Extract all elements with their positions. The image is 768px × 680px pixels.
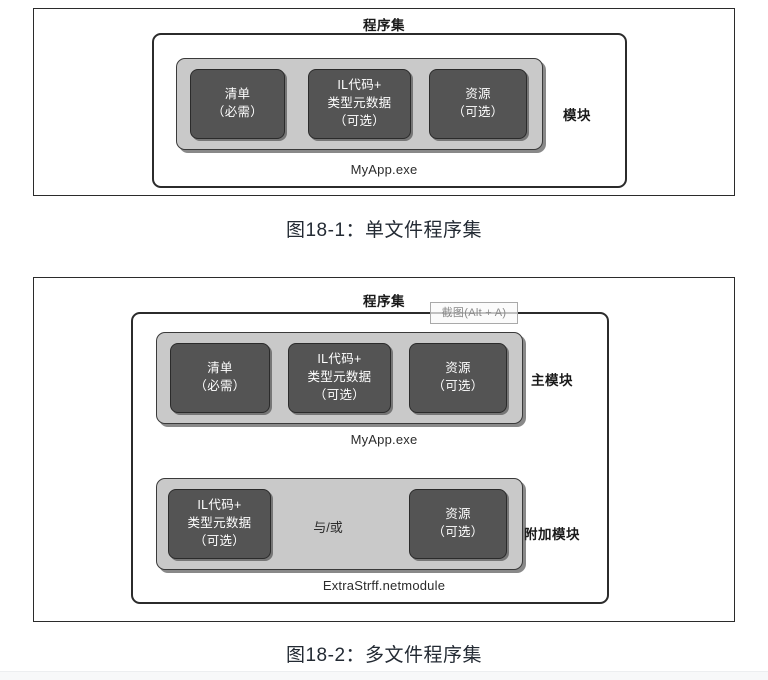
cell-il-metadata-1: IL代码+ 类型元数据 （可选） (308, 69, 411, 139)
cell-resource-2: 资源 （可选） (409, 343, 507, 413)
caption-figure-2: 图18-2：多文件程序集 (285, 645, 483, 666)
cell-resource-1: 资源 （可选） (429, 69, 527, 139)
cell-il-metadata-extra: IL代码+ 类型元数据 （可选） (168, 489, 271, 559)
cell-manifest-2: 清单 （必需） (170, 343, 270, 413)
extra-module-label: 附加模块 (524, 527, 580, 542)
assembly-title-2: 程序集 (363, 294, 405, 309)
bottom-strip (0, 671, 768, 680)
filename-myapp-1: MyApp.exe (350, 162, 418, 177)
and-or-label: 与/或 (313, 520, 343, 535)
module-label-1: 模块 (563, 108, 591, 123)
filename-extrastrff: ExtraStrff.netmodule (322, 578, 446, 593)
cell-resource-extra: 资源 （可选） (409, 489, 507, 559)
main-module-label: 主模块 (531, 373, 573, 388)
assembly-title-1: 程序集 (363, 18, 405, 33)
cell-il-metadata-2: IL代码+ 类型元数据 （可选） (288, 343, 391, 413)
snip-tooltip[interactable]: 截图(Alt + A) (430, 302, 518, 324)
filename-myapp-2: MyApp.exe (350, 432, 418, 447)
cell-manifest-1: 清单 （必需） (190, 69, 285, 139)
caption-figure-1: 图18-1：单文件程序集 (285, 220, 483, 241)
